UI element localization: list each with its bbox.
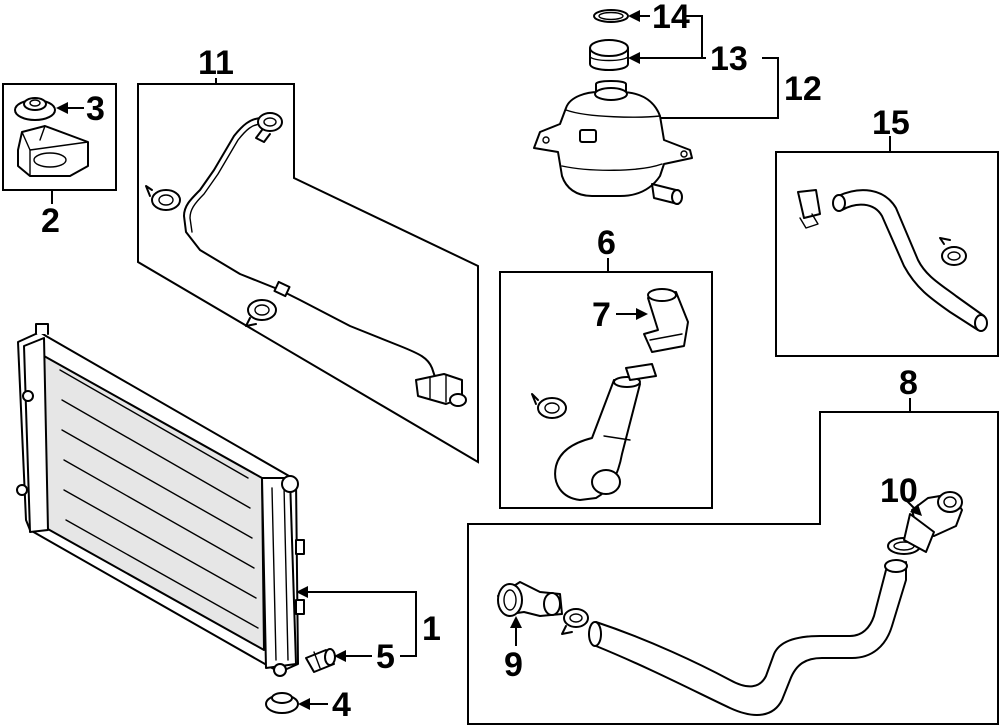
o-ring-part-14 bbox=[593, 9, 629, 23]
callout-12: 12 bbox=[784, 70, 822, 108]
hose-part-15 bbox=[797, 189, 988, 332]
part-box-2 bbox=[2, 83, 117, 191]
callout-4: 4 bbox=[332, 686, 351, 724]
part-box-8 bbox=[467, 411, 999, 725]
radiator-part-1 bbox=[16, 323, 305, 677]
part-group-11 bbox=[137, 78, 479, 464]
lower-hose-part-6 bbox=[531, 363, 657, 501]
part-group-2-3 bbox=[2, 83, 117, 204]
part-box-11 bbox=[137, 83, 479, 464]
callout-13: 13 bbox=[710, 40, 748, 78]
part-group-1 bbox=[16, 323, 417, 714]
insulator-part-4 bbox=[265, 692, 299, 714]
insulator-part-3 bbox=[14, 97, 56, 121]
fitting-part-7 bbox=[643, 288, 689, 353]
callout-5: 5 bbox=[376, 638, 395, 676]
elbow-part-9 bbox=[497, 581, 563, 617]
callout-6: 6 bbox=[597, 224, 616, 262]
callout-10: 10 bbox=[880, 472, 918, 510]
reservoir-part-12 bbox=[533, 80, 693, 205]
part-group-6 bbox=[499, 258, 713, 509]
part-group-15 bbox=[775, 136, 999, 357]
callout-9: 9 bbox=[504, 646, 523, 684]
callout-7: 7 bbox=[592, 296, 611, 334]
callout-3: 3 bbox=[86, 90, 105, 128]
callout-11: 11 bbox=[198, 44, 234, 82]
part-group-8 bbox=[467, 398, 999, 725]
callout-15: 15 bbox=[872, 104, 910, 142]
upper-hose-part-8 bbox=[561, 537, 921, 716]
part-box-15 bbox=[775, 151, 999, 357]
drain-plug-part-5 bbox=[305, 648, 336, 673]
part-group-12 bbox=[533, 9, 779, 205]
fitting-part-10 bbox=[903, 491, 963, 553]
callout-14: 14 bbox=[652, 0, 690, 36]
cap-part-13 bbox=[589, 39, 629, 71]
part-box-6 bbox=[499, 271, 713, 509]
callout-8: 8 bbox=[899, 364, 918, 402]
callout-1: 1 bbox=[422, 610, 441, 648]
bracket-part-2 bbox=[17, 125, 89, 177]
callout-2: 2 bbox=[41, 202, 60, 240]
overflow-hose-part-11 bbox=[145, 112, 467, 407]
